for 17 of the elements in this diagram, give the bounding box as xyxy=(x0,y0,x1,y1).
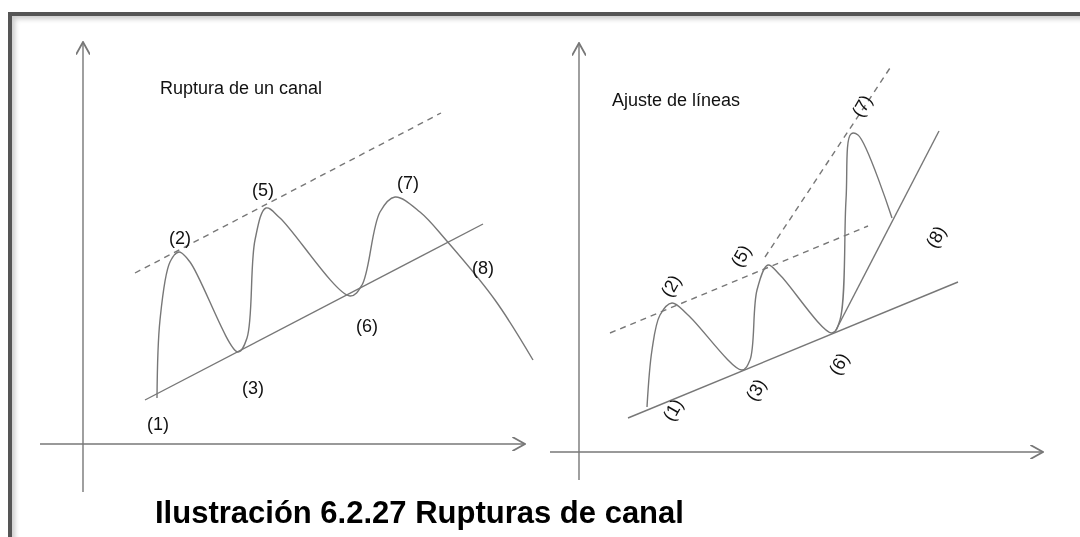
point-number: (8) xyxy=(472,259,494,277)
point-number: (2) xyxy=(657,271,685,301)
point-number: (5) xyxy=(252,181,274,199)
point-number: (2) xyxy=(169,229,191,247)
point-number: (5) xyxy=(727,241,755,271)
point-number: (8) xyxy=(922,222,950,252)
point-number: (6) xyxy=(825,349,853,379)
point-number: (1) xyxy=(659,395,687,425)
point-number: (1) xyxy=(147,415,169,433)
chart-title: Ajuste de líneas xyxy=(612,91,741,109)
point-number: (3) xyxy=(242,379,264,397)
chart-title: Ruptura de un canal xyxy=(160,79,323,97)
point-number: (7) xyxy=(397,174,419,192)
point-number: (6) xyxy=(356,317,378,335)
point-number: (7) xyxy=(848,91,876,121)
point-number: (3) xyxy=(742,375,770,405)
figure-caption: Ilustración 6.2.27 Rupturas de canal xyxy=(155,497,684,528)
